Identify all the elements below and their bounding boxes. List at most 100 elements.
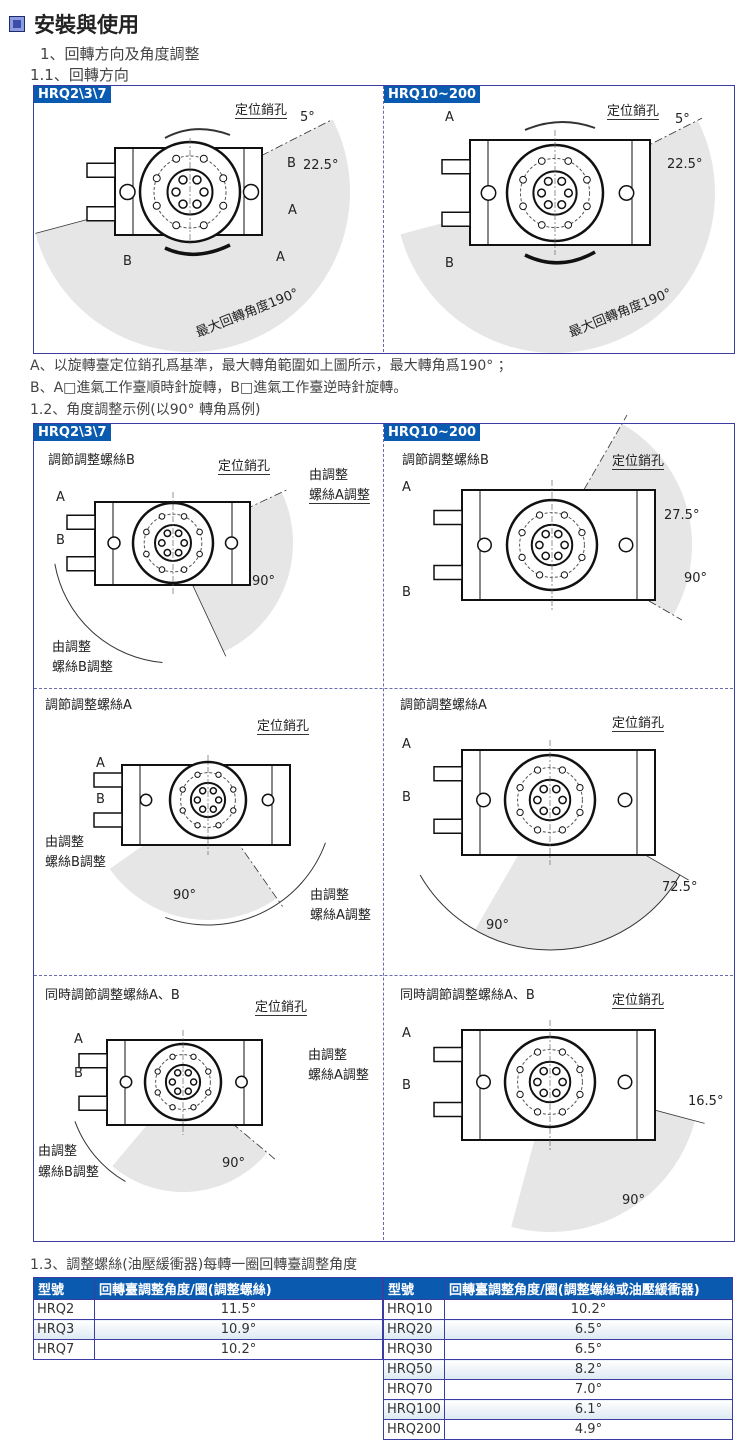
diagram-title: 調節調整螺絲A <box>400 698 487 713</box>
adjust-screw <box>433 509 463 526</box>
rotary-actuator-drawing <box>441 130 651 255</box>
angle-cell: 8.2° <box>444 1359 733 1380</box>
label: B <box>445 256 454 271</box>
angle-cell: 11.5° <box>94 1299 383 1320</box>
label: 定位銷孔 <box>607 100 660 120</box>
angle-cell: 6.1° <box>444 1399 733 1420</box>
rotary-actuator-drawing <box>433 1020 656 1150</box>
note-b: B、A□進氣工作臺順時針旋轉，B□進氣工作臺逆時針旋轉。 <box>30 380 408 396</box>
model-cell: HRQ3 <box>33 1319 95 1340</box>
angle-cell: 6.5° <box>444 1339 733 1360</box>
rotation-arrow-icon <box>164 243 231 257</box>
section-bullet-icon <box>9 16 25 32</box>
divider <box>383 424 384 1240</box>
label: A <box>74 1032 83 1047</box>
rotation-arrow-icon <box>164 128 231 139</box>
label: 定位銷孔 <box>257 715 310 735</box>
label: 定位銷孔 <box>235 99 288 119</box>
divider <box>383 86 384 352</box>
column-header: 型號 <box>383 1277 445 1300</box>
label: 螺絲B調整 <box>38 1165 99 1180</box>
adjust-screw <box>66 514 96 530</box>
subsection-heading: 1.1、回轉方向 <box>30 66 129 84</box>
angle-arc <box>419 874 681 951</box>
label: 定位銷孔 <box>612 989 665 1009</box>
rotation-direction-panel <box>33 85 735 354</box>
angle-cell: 10.2° <box>94 1339 383 1360</box>
model-cell: HRQ20 <box>383 1319 445 1340</box>
adjust-screw <box>433 766 463 782</box>
adjust-screw <box>441 211 471 227</box>
rotary-actuator-drawing <box>93 755 291 855</box>
label: 5° <box>675 112 690 127</box>
page-title: 安裝與使用 <box>34 13 139 37</box>
label: B <box>56 533 65 548</box>
adjust-screw <box>86 162 116 178</box>
model-cell: HRQ2 <box>33 1299 95 1320</box>
label: 定位銷孔 <box>612 712 665 732</box>
label: B <box>96 792 105 807</box>
label: 螺絲A調整 <box>310 908 371 923</box>
rotary-actuator-drawing <box>66 492 251 595</box>
angle-adjust-panel <box>33 423 735 1242</box>
adjust-screw <box>433 818 463 834</box>
model-tag: HRQ10~200 <box>384 86 481 103</box>
subsection-heading: 1.3、調整螺絲(油壓緩衝器)每轉一圈回轉臺調整角度 <box>30 1257 358 1273</box>
label: A <box>96 756 105 771</box>
angle-cell: 6.5° <box>444 1319 733 1340</box>
adjust-screw <box>86 206 116 222</box>
diagram-title: 同時調節調整螺絲A、B <box>45 988 180 1003</box>
rotation-range-sector <box>109 800 277 921</box>
label: A <box>445 110 454 125</box>
model-cell: HRQ7 <box>33 1339 95 1360</box>
label: 由調整 <box>308 1048 348 1063</box>
model-tag: HRQ2\3\7 <box>34 86 111 103</box>
model-cell: HRQ100 <box>383 1399 445 1420</box>
label: 螺絲B調整 <box>45 855 106 870</box>
model-cell: HRQ50 <box>383 1359 445 1380</box>
label: 90° <box>252 574 276 589</box>
adjust-screw <box>78 1095 108 1111</box>
label: 90° <box>622 1193 646 1208</box>
label: B <box>123 254 132 269</box>
label: B <box>74 1066 83 1081</box>
label: A <box>402 1026 411 1041</box>
label: 定位銷孔 <box>255 996 308 1016</box>
label: 27.5° <box>664 508 700 523</box>
model-cell: HRQ70 <box>383 1379 445 1400</box>
adjust-screw <box>433 1101 463 1118</box>
adjust-screw <box>433 564 463 581</box>
label: 90° <box>173 888 197 903</box>
label: 由調整 <box>45 835 85 850</box>
model-cell: HRQ30 <box>383 1339 445 1360</box>
label: 定位銷孔 <box>218 455 271 475</box>
column-header: 型號 <box>33 1277 95 1300</box>
label: A <box>402 737 411 752</box>
label: 16.5° <box>688 1094 724 1109</box>
label: 由調整 <box>38 1144 78 1159</box>
model-tag: HRQ10~200 <box>384 424 481 441</box>
label: A <box>56 490 65 505</box>
label: 22.5° <box>667 157 703 172</box>
subsection-heading: 1.2、角度調整示例(以90° 轉角爲例) <box>30 402 261 418</box>
angle-cell: 7.0° <box>444 1379 733 1400</box>
diagram-title: 調節調整螺絲B <box>48 453 135 468</box>
adjust-screw <box>78 1053 108 1069</box>
rotary-actuator-drawing <box>433 480 656 610</box>
divider <box>34 688 733 689</box>
adjust-screw <box>441 159 471 175</box>
label: 22.5° <box>303 158 339 173</box>
column-header: 回轉臺調整角度/圈(調整螺絲或油壓緩衝器) <box>444 1277 733 1300</box>
rotary-actuator-drawing <box>433 740 656 865</box>
